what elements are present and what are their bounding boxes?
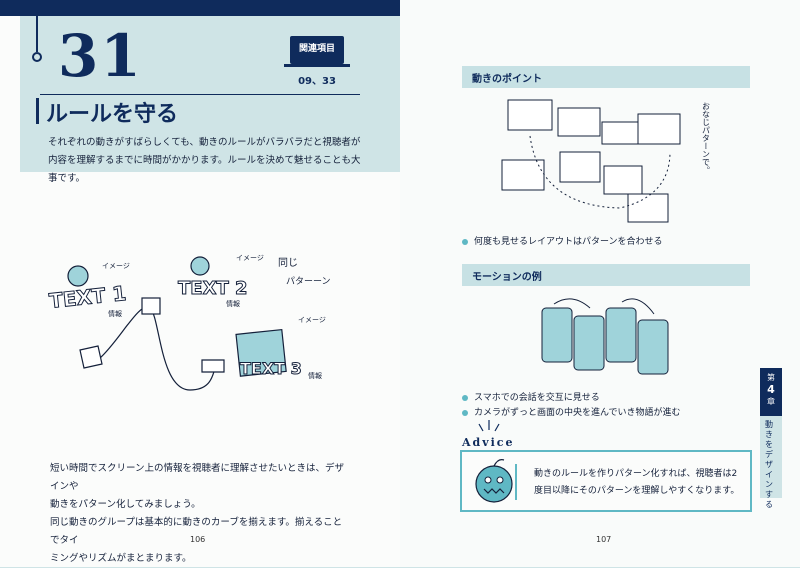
header-rule bbox=[36, 16, 38, 52]
dotted-path bbox=[529, 135, 671, 209]
illus-character-1 bbox=[67, 265, 89, 287]
page-number-left: 106 bbox=[190, 535, 206, 544]
lead-paragraph: それぞれの動きがすばらしくても、動きのルールがバラバラだと視聴者が内容を理解する… bbox=[48, 137, 361, 184]
title-bar bbox=[36, 98, 39, 124]
body-line: ミングやリズムがまとまります。 bbox=[50, 553, 192, 564]
illus-text-2: TEXT 2 bbox=[178, 278, 248, 299]
body-line: 短い時間でスクリーン上の情報を視聴者に理解させたいときは、デザインや bbox=[50, 463, 345, 492]
title-divider bbox=[40, 94, 360, 95]
section-heading-points-label: 動きのポイント bbox=[472, 74, 542, 85]
motion-bullet: カメラがずっと画面の中央を進んでいき物語が進む bbox=[462, 405, 681, 418]
pattern-illustration: TEXT 1 イメージ 情報 TEXT 2 イメージ 情報 同じ パターーン T… bbox=[48, 254, 331, 391]
phone-1 bbox=[541, 307, 573, 363]
bullet-dot bbox=[462, 409, 468, 416]
body-line: 動きをパターン化してみましょう。 bbox=[50, 499, 201, 510]
left-page: 31 関連項目 09、33 ルールを守る それぞれの動きがすばらしくても、動きの… bbox=[0, 0, 400, 567]
frame-4 bbox=[637, 113, 681, 145]
related-items-base bbox=[284, 64, 350, 67]
camera-path bbox=[99, 306, 221, 391]
bullet-dot bbox=[462, 394, 468, 401]
right-page: 動きのポイント おなじパターンで。 何度も見せるレイアウトはパターンを合わせる … bbox=[400, 0, 800, 567]
apple-monster-icon bbox=[475, 459, 517, 503]
section-heading-motion-label: モーションの例 bbox=[472, 272, 542, 283]
illus-label-image-2: イメージ bbox=[236, 254, 264, 262]
illus-label-info-3: 情報 bbox=[308, 371, 322, 380]
camera-box-2 bbox=[79, 345, 103, 369]
illus-label-same: 同じ bbox=[278, 257, 298, 269]
points-illustration: おなじパターンで。 bbox=[501, 99, 711, 223]
bullet-dot bbox=[462, 238, 468, 245]
points-note: おなじパターンで。 bbox=[702, 102, 711, 174]
frame-2 bbox=[557, 107, 601, 137]
illus-text-3: TEXT 3 bbox=[240, 359, 302, 378]
advice-box: 動きのルールを作りパターン化すれば、視聴者は2度目以降にそのパターンを理解しやす… bbox=[460, 450, 752, 512]
section-heading-motion: モーションの例 bbox=[462, 264, 750, 286]
top-navy-bar bbox=[0, 0, 400, 16]
motion-arrow-1 bbox=[553, 298, 591, 309]
page-title: ルールを守る bbox=[46, 102, 179, 127]
related-items-label: 関連項目 bbox=[290, 36, 344, 64]
points-bullet-text: 何度も見せるレイアウトはパターンを合わせる bbox=[474, 237, 663, 247]
illus-label-pattern: パターーン bbox=[286, 276, 331, 287]
chapter-title: 動きをデザインする bbox=[765, 420, 773, 509]
camera-box-3 bbox=[201, 359, 225, 373]
phone-3 bbox=[605, 307, 637, 363]
motion-illustration bbox=[541, 298, 669, 375]
header-dot bbox=[32, 52, 42, 62]
page-number-right: 107 bbox=[596, 535, 612, 544]
advice-text: 動きのルールを作りパターン化すれば、視聴者は2度目以降にそのパターンを理解しやす… bbox=[534, 469, 740, 496]
motion-bullet: スマホでの会話を交互に見せる bbox=[462, 390, 600, 403]
section-header: 31 関連項目 09、33 ルールを守る それぞれの動きがすばらしくても、動きの… bbox=[20, 16, 400, 184]
motion-arrow-2 bbox=[621, 298, 655, 315]
chapter-strip bbox=[760, 416, 782, 498]
chapter-tab-suffix: 章 bbox=[767, 397, 775, 406]
chapter-tab-number: 4 bbox=[767, 383, 775, 396]
illus-label-image-1: イメージ bbox=[102, 262, 130, 270]
illus-label-info-1: 情報 bbox=[108, 309, 122, 318]
phone-2 bbox=[573, 315, 605, 371]
section-heading-points: 動きのポイント bbox=[462, 66, 750, 88]
illus-label-image-3: イメージ bbox=[298, 316, 326, 324]
related-items-numbers: 09、33 bbox=[298, 76, 336, 87]
illus-text-1: TEXT 1 bbox=[48, 281, 127, 313]
illus-label-info-2: 情報 bbox=[226, 299, 240, 308]
advice-label: Advice bbox=[462, 436, 515, 449]
frame-7 bbox=[603, 165, 643, 195]
section-number: 31 bbox=[58, 22, 143, 90]
body-line: 同じ動きのグループは基本的に動きのカーブを揃えます。揃えることでタイ bbox=[50, 517, 343, 546]
points-bullet: 何度も見せるレイアウトはパターンを合わせる bbox=[462, 234, 663, 247]
chapter-tab-prefix: 第 bbox=[767, 373, 775, 382]
advice-rays-icon bbox=[478, 420, 500, 432]
motion-bullet-text: スマホでの会話を交互に見せる bbox=[474, 393, 600, 403]
motion-bullet-text: カメラがずっと画面の中央を進んでいき物語が進む bbox=[474, 408, 681, 418]
frame-8 bbox=[627, 193, 669, 223]
frame-1 bbox=[507, 99, 553, 131]
frame-5 bbox=[501, 159, 545, 191]
body-text: 短い時間でスクリーン上の情報を視聴者に理解させたいときは、デザインや 動きをパタ… bbox=[50, 460, 350, 568]
frame-6 bbox=[559, 151, 601, 183]
illus-frame-3 bbox=[235, 328, 287, 377]
frame-3 bbox=[601, 121, 643, 145]
phone-4 bbox=[637, 319, 669, 375]
camera-box-1 bbox=[141, 297, 161, 315]
illus-character-2 bbox=[190, 256, 210, 276]
chapter-tab: 第 4 章 bbox=[760, 368, 782, 416]
